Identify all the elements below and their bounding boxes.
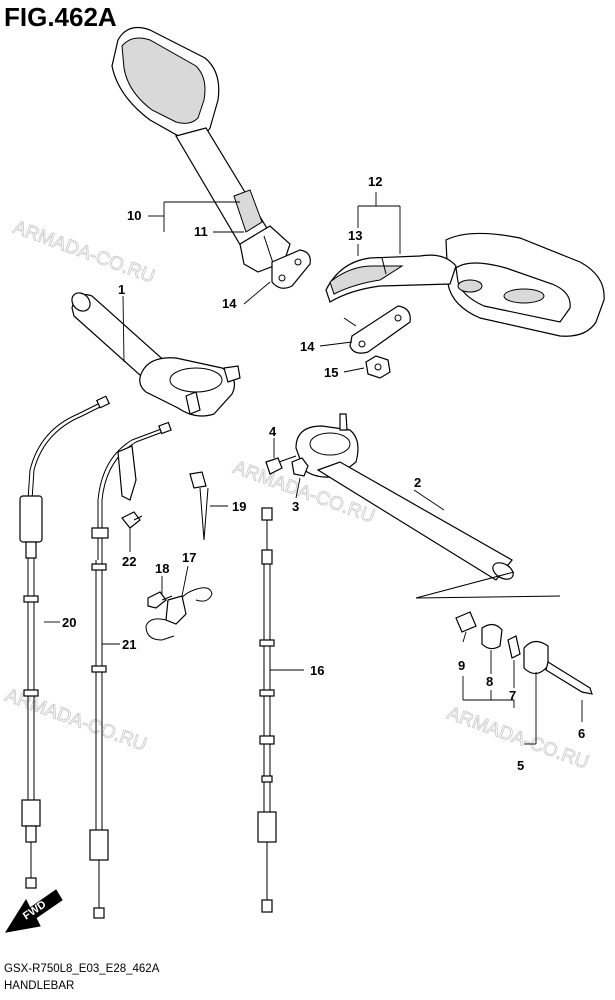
right-mirror-plate — [343, 305, 411, 354]
callout-2: 2 — [414, 475, 421, 490]
callout-6: 6 — [578, 726, 585, 741]
nut-3 — [291, 457, 309, 477]
right-handlebar — [295, 413, 514, 581]
left-mirror — [111, 27, 291, 273]
callout-4: 4 — [269, 424, 277, 439]
nut-15 — [365, 355, 391, 379]
callout-labels: 1 2 3 4 5 6 7 8 9 10 11 12 13 14 14 15 1… — [62, 174, 585, 773]
callout-22: 22 — [122, 554, 136, 569]
figure-code: GSX-R750L8_E03_E28_462A — [4, 963, 160, 975]
callout-10: 10 — [127, 208, 141, 223]
bolt-18 — [147, 591, 173, 609]
callout-15: 15 — [324, 365, 338, 380]
cable-21 — [89, 421, 172, 919]
left-handlebar — [71, 292, 241, 417]
left-mirror-plate — [271, 249, 311, 289]
screw-22 — [121, 511, 143, 529]
callout-14-left: 14 — [222, 296, 237, 311]
callout-20: 20 — [62, 615, 76, 630]
figure-subtitle: HANDLEBAR — [4, 980, 75, 992]
callout-21: 21 — [122, 637, 136, 652]
cable-20 — [19, 395, 111, 889]
callout-3: 3 — [292, 499, 299, 514]
fwd-arrow-icon: FWD — [4, 889, 63, 933]
callout-12: 12 — [368, 174, 382, 189]
callout-8: 8 — [486, 674, 493, 689]
callout-19: 19 — [232, 499, 246, 514]
clip-17 — [145, 587, 213, 641]
callout-11: 11 — [194, 224, 208, 239]
callout-13: 13 — [348, 228, 362, 243]
callout-9: 9 — [458, 658, 465, 673]
bolt-4 — [265, 455, 297, 475]
bar-end-set — [415, 571, 593, 695]
callout-17: 17 — [182, 550, 196, 565]
cable-16 — [257, 507, 277, 913]
callout-7: 7 — [509, 688, 516, 703]
watermark-1: ARMADA-CO.RU — [10, 217, 157, 288]
figure-title: FIG.462A — [4, 2, 117, 32]
callout-16: 16 — [310, 663, 324, 678]
leader-lines — [44, 192, 583, 745]
callout-14-right: 14 — [300, 339, 315, 354]
callout-18: 18 — [155, 561, 169, 576]
clamp-19 — [189, 471, 209, 541]
callout-5: 5 — [517, 758, 524, 773]
right-mirror — [325, 232, 605, 337]
callout-1: 1 — [118, 282, 125, 297]
